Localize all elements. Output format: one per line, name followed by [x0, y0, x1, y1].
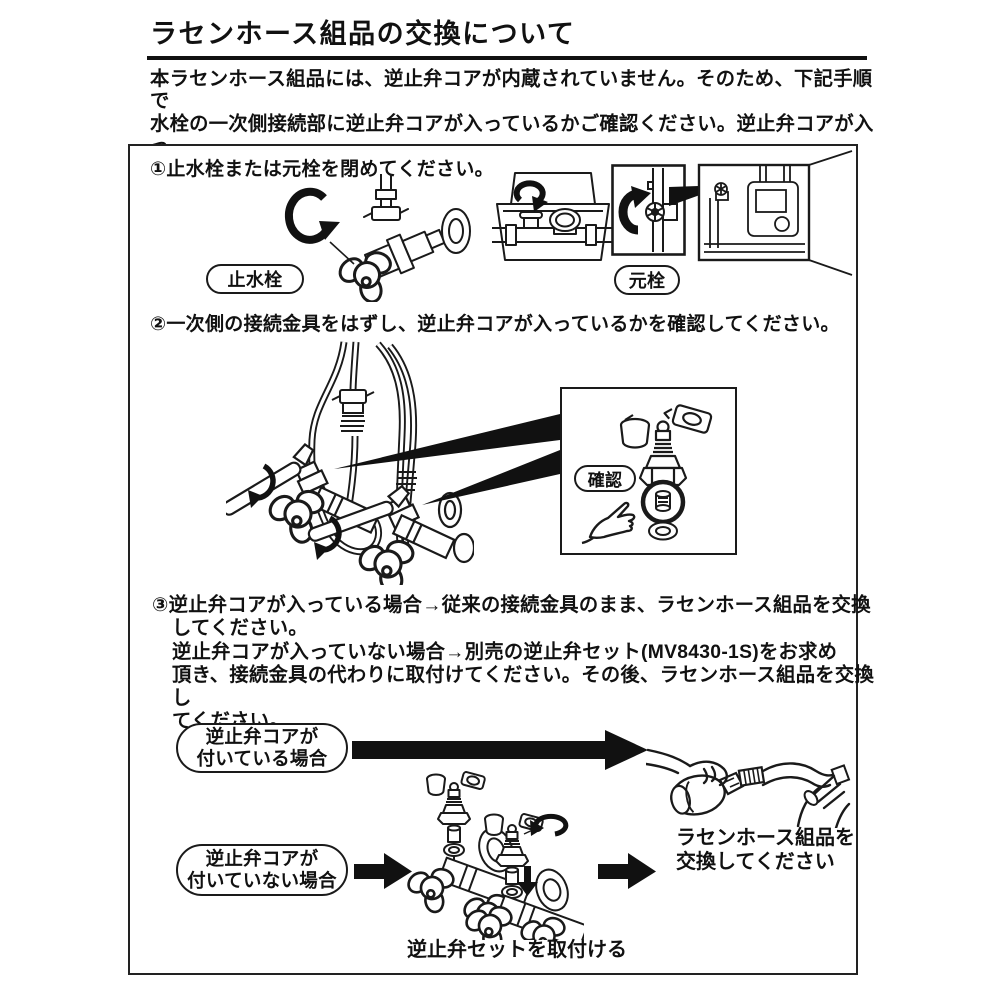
case-without-core-label: 逆止弁コアが 付いていない場合 — [176, 844, 348, 896]
check-valve-core-parts-illustration — [581, 404, 713, 545]
meter-closet-frame-illustration — [669, 150, 853, 276]
flow-arrow-short — [598, 853, 656, 889]
caption-replace-hose: ラセンホース組品を 交換してください — [676, 827, 855, 873]
check-label: 確認 — [574, 465, 636, 492]
shutoff-valve-illustration — [284, 174, 471, 302]
procedure-box: ①止水栓または元栓を閉めてください。 — [128, 144, 874, 975]
main-valve-frame-illustration — [611, 164, 686, 256]
rotate-arrow-icon — [618, 189, 639, 235]
flow-arrow-short — [354, 853, 412, 889]
step3-heading: ③逆止弁コアが入っている場合→従来の接続金具のまま、ラセンホース組品を交換 して… — [152, 595, 875, 733]
open-hand-icon — [796, 774, 851, 828]
shutoff-valve-label: 止水栓 — [206, 264, 304, 294]
callout-pointer-wedges — [334, 414, 560, 505]
insert-arrow-icon — [517, 866, 538, 896]
tighten-arrow-icon — [533, 813, 569, 837]
rotate-arrow-icon — [513, 180, 546, 204]
main-valve-label: 元栓 — [614, 265, 680, 295]
check-core-callout-box: 確認 — [560, 387, 737, 555]
page-title: ラセンホース組品の交換について — [150, 19, 576, 49]
wrench-icon — [307, 484, 411, 542]
flow-arrow-long — [352, 730, 648, 770]
water-meter-box-illustration — [492, 172, 614, 261]
faucet-disassembly-illustration — [226, 341, 474, 585]
pointing-hand-icon — [581, 501, 636, 545]
install-check-valve-set-illustration — [404, 771, 584, 940]
step1-heading: ①止水栓または元栓を閉めてください。 — [150, 159, 494, 180]
case-with-core-label: 逆止弁コアが 付いている場合 — [176, 723, 348, 773]
replace-hose-illustration — [646, 748, 851, 828]
rotate-arrow-icon — [284, 187, 332, 244]
step2-heading: ②一次側の接続金具をはずし、逆止弁コアが入っているかを確認してください。 — [150, 314, 840, 335]
title-underline — [147, 56, 867, 60]
caption-install-set: 逆止弁セットを取付ける — [407, 939, 627, 961]
